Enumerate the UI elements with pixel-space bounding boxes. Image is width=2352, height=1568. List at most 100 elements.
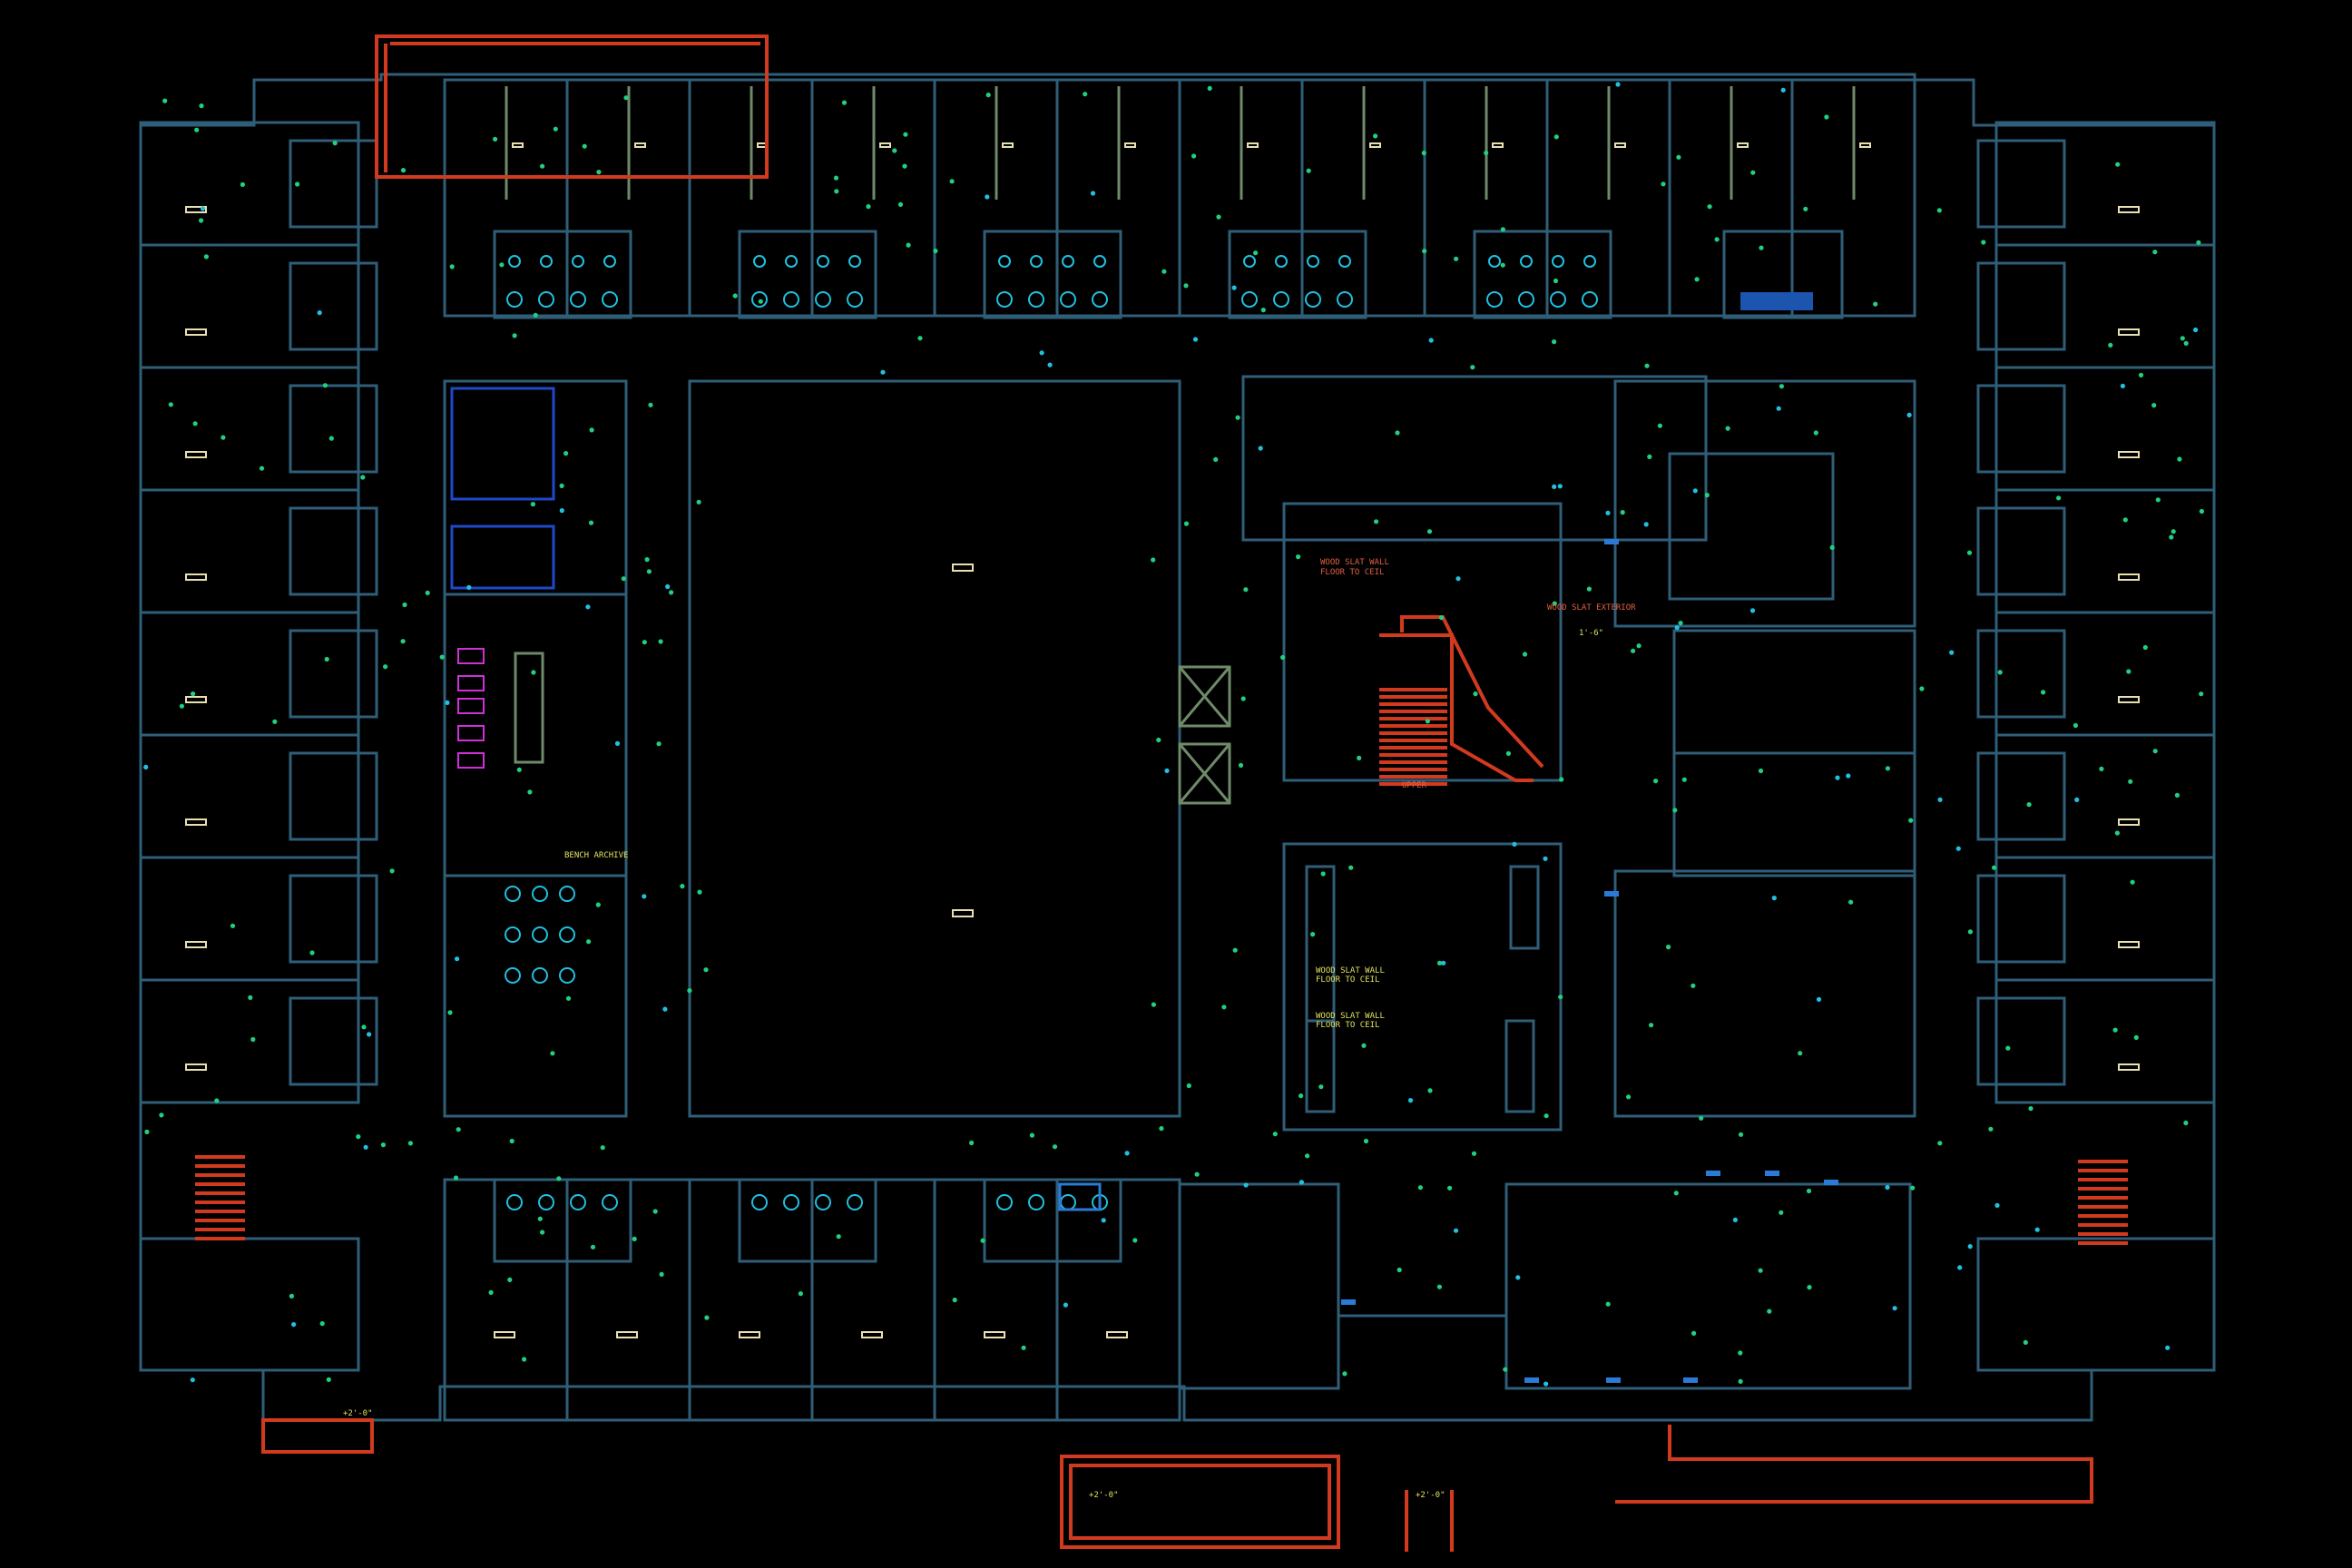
toilet-fixture: [1241, 291, 1258, 308]
room-tag: [2118, 573, 2140, 581]
toilet-fixture: [1092, 291, 1108, 308]
device-marker: [533, 312, 538, 318]
device-marker: [596, 170, 602, 175]
device-marker: [1156, 737, 1161, 743]
device-marker: [656, 741, 662, 747]
room-tag: [1859, 142, 1871, 148]
device-marker: [1231, 285, 1237, 290]
device-marker: [644, 557, 650, 563]
device-marker: [621, 576, 626, 582]
device-marker: [903, 132, 908, 137]
room-tag: [984, 1331, 1005, 1338]
room-tag: [185, 1063, 207, 1071]
device-marker: [1260, 308, 1266, 313]
device-marker: [1151, 557, 1156, 563]
device-marker: [455, 956, 460, 962]
device-marker: [1417, 1185, 1423, 1191]
equipment-tag: [457, 752, 485, 769]
device-marker: [1438, 615, 1445, 621]
device-marker: [230, 923, 236, 928]
device-marker: [1191, 153, 1197, 159]
equipment-bar: [1341, 1299, 1356, 1305]
device-marker: [632, 1236, 637, 1241]
device-marker: [1714, 237, 1720, 242]
device-marker: [144, 1129, 150, 1134]
device-marker: [1908, 818, 1914, 823]
device-marker: [1090, 191, 1096, 196]
room-tag: [512, 142, 524, 148]
sink-fixture: [1520, 255, 1533, 268]
guest-room: [1790, 78, 1916, 318]
device-marker: [1759, 245, 1764, 250]
device-marker: [586, 939, 592, 945]
device-marker: [1750, 170, 1756, 175]
device-marker: [527, 789, 533, 795]
device-marker: [1421, 151, 1426, 156]
device-marker: [2196, 240, 2201, 245]
device-marker: [2034, 1227, 2040, 1232]
device-marker: [1643, 522, 1649, 527]
device-marker: [1678, 621, 1683, 626]
device-marker: [1471, 1151, 1477, 1156]
room-tag: [739, 1331, 760, 1338]
toilet-fixture: [570, 1194, 586, 1210]
device-marker: [1681, 777, 1687, 782]
device-marker: [2126, 669, 2132, 674]
device-marker: [917, 336, 923, 341]
device-marker: [1906, 412, 1912, 417]
elevator-shaft: [1178, 742, 1231, 805]
device-marker: [1305, 1153, 1310, 1159]
device-marker: [1258, 446, 1263, 451]
toilet-fixture: [506, 291, 523, 308]
device-layer: [143, 82, 2204, 1387]
toilet-fixture: [847, 291, 863, 308]
device-marker: [2180, 336, 2185, 341]
device-marker: [1673, 1191, 1679, 1196]
device-marker: [1363, 1138, 1369, 1144]
device-marker: [1101, 1218, 1106, 1223]
device-marker: [1164, 768, 1170, 774]
device-marker: [1672, 808, 1678, 813]
device-marker: [2056, 495, 2062, 501]
sink-fixture: [603, 255, 616, 268]
device-marker: [1221, 1004, 1227, 1010]
device-marker: [1937, 1141, 1943, 1146]
device-marker: [1807, 1285, 1812, 1290]
device-marker: [1543, 856, 1548, 861]
toilet-fixture: [1550, 291, 1566, 308]
room-tag: [185, 451, 207, 458]
device-marker: [1835, 775, 1840, 780]
device-marker: [985, 93, 991, 98]
device-marker: [1803, 206, 1808, 211]
stair-note-2: FLOOR TO CEIL: [1320, 568, 1384, 577]
device-marker: [289, 1293, 294, 1298]
device-marker: [1161, 269, 1167, 274]
toilet-fixture: [1060, 291, 1076, 308]
stair-note-1: WOOD SLAT WALL: [1320, 558, 1389, 567]
bath-left: [289, 874, 378, 964]
slat-wall-2: [1509, 865, 1540, 950]
toilet-fixture: [847, 1194, 863, 1210]
toilet-fixture: [783, 291, 799, 308]
device-marker: [272, 719, 278, 724]
toilet-fixture: [751, 1194, 768, 1210]
device-marker: [1052, 1144, 1058, 1150]
device-marker: [1473, 691, 1478, 697]
device-marker: [933, 248, 938, 254]
device-marker: [1183, 283, 1189, 289]
toilet-fixture: [602, 1194, 618, 1210]
toilet-fixture: [538, 291, 554, 308]
bath-left: [289, 139, 378, 229]
device-marker: [2005, 1045, 2011, 1051]
room-tag: [185, 818, 207, 826]
bathroom-pod: [1473, 230, 1612, 319]
device-marker: [1988, 1126, 1994, 1132]
room-tag: [1002, 142, 1014, 148]
room-tag: [2118, 206, 2140, 213]
equipment-bar: [1606, 1377, 1621, 1383]
device-marker: [2183, 340, 2189, 346]
equipment-bar: [1604, 891, 1619, 897]
device-marker: [1885, 766, 1890, 771]
device-marker: [1124, 1151, 1130, 1156]
